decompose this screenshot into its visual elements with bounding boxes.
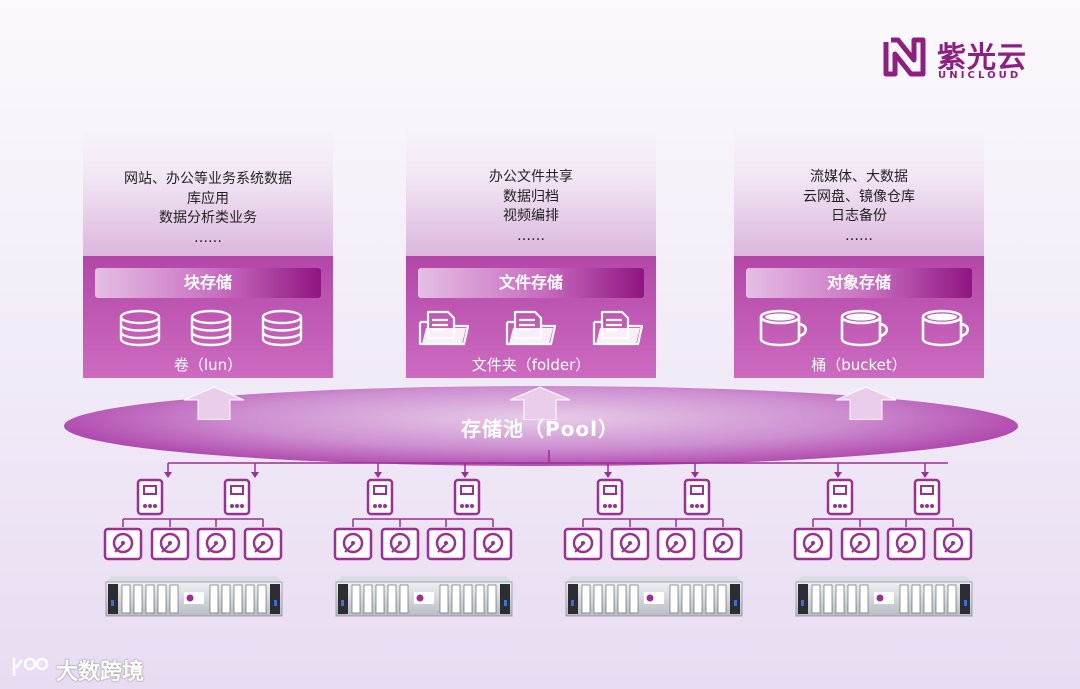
- use-case-line: ……: [517, 227, 545, 244]
- up-arrow-icon: [183, 386, 245, 420]
- database-icon: [119, 309, 161, 347]
- use-case-list: 网站、办公等业务系统数据 库应用 数据分析类业务 ……: [83, 170, 333, 248]
- storage-pool-label: 存储池（Pool）: [461, 417, 619, 441]
- use-case-line: 网站、办公等业务系统数据: [124, 171, 292, 187]
- storage-unit-label: 文件夹（folder）: [471, 356, 591, 374]
- brand-name-cn: 紫光云: [937, 40, 1028, 74]
- storage-server-icon: [335, 576, 513, 617]
- folder-icon: [418, 310, 470, 346]
- controller-node-icon: [596, 478, 624, 516]
- database-icon: [190, 309, 232, 347]
- panel-use-cases: 办公文件共享 数据归档 视频编排 ……: [406, 130, 656, 256]
- hard-disk-icon: [473, 527, 513, 561]
- bucket-icon: [921, 309, 970, 347]
- hard-disk-icon: [610, 527, 650, 561]
- hard-disk-icon: [793, 527, 833, 561]
- storage-type-title: 对象存储: [746, 268, 972, 298]
- use-case-line: ……: [194, 229, 222, 246]
- use-case-line: 流媒体、大数据: [810, 169, 908, 185]
- hard-disk-icon: [886, 527, 926, 561]
- storage-server-icon: [105, 576, 283, 617]
- hard-disk-icon: [933, 527, 973, 561]
- panel-use-cases: 流媒体、大数据 云网盘、镜像仓库 日志备份 ……: [734, 130, 984, 256]
- file-storage-panel: 办公文件共享 数据归档 视频编排 …… 文件存储 文件夹（folder）: [406, 130, 656, 378]
- unicloud-logo-mark-icon: [883, 37, 926, 77]
- up-arrow-icon: [509, 386, 571, 420]
- use-case-line: 视频编排: [503, 208, 559, 224]
- up-arrow-icon: [835, 386, 897, 420]
- use-case-line: 云网盘、镜像仓库: [803, 188, 915, 205]
- hard-disk-icon: [426, 527, 466, 561]
- panel-type-box: 块存储 卷（lun）: [83, 256, 333, 378]
- controller-node-icon: [453, 478, 481, 516]
- storage-unit-label: 桶（bucket）: [811, 356, 907, 374]
- object-storage-panel: 流媒体、大数据 云网盘、镜像仓库 日志备份 …… 对象存储 桶（bucket）: [734, 130, 984, 378]
- controller-node-icon: [223, 478, 251, 516]
- folder-icon: [505, 310, 557, 346]
- use-case-line: 办公文件共享: [489, 169, 573, 185]
- hard-disk-icon: [656, 527, 696, 561]
- use-case-list: 办公文件共享 数据归档 视频编排 ……: [406, 168, 656, 246]
- storage-icons: [734, 308, 984, 352]
- folder-icon: [592, 310, 644, 346]
- hard-disk-icon: [333, 527, 373, 561]
- storage-type-title: 文件存储: [418, 268, 644, 298]
- unicloud-logo: 紫光云 UNICLOUD: [883, 36, 1043, 86]
- storage-icons: [83, 308, 333, 352]
- bucket-icon: [840, 309, 889, 347]
- storage-unit-label: 卷（lun）: [173, 356, 243, 374]
- controller-node-icon: [826, 478, 854, 516]
- watermark-text: 大数跨境: [56, 660, 145, 685]
- use-case-line: 日志备份: [831, 208, 887, 224]
- hard-disk-icon: [563, 527, 603, 561]
- use-case-line: 数据归档: [503, 188, 559, 205]
- hard-disk-icon: [840, 527, 880, 561]
- brand-name-en: UNICLOUD: [938, 70, 1022, 81]
- use-case-line: 数据分析类业务: [159, 210, 257, 226]
- storage-icons: [406, 308, 656, 352]
- storage-server-icon: [565, 576, 743, 617]
- use-case-list: 流媒体、大数据 云网盘、镜像仓库 日志备份 ……: [734, 168, 984, 246]
- hard-disk-icon: [103, 527, 143, 561]
- controller-node-icon: [913, 478, 941, 516]
- hard-disk-icon: [703, 527, 743, 561]
- watermark: 大数跨境: [10, 652, 170, 685]
- controller-node-icon: [136, 478, 164, 516]
- controller-node-icon: [683, 478, 711, 516]
- hard-disk-icon: [243, 527, 283, 561]
- use-case-line: 库应用: [187, 190, 229, 207]
- database-icon: [261, 309, 303, 347]
- watermark-logo-icon: [12, 657, 49, 676]
- controller-node-icon: [366, 478, 394, 516]
- block-storage-panel: 网站、办公等业务系统数据 库应用 数据分析类业务 …… 块存储 卷（lun）: [83, 130, 333, 378]
- storage-type-title: 块存储: [95, 268, 321, 298]
- panel-use-cases: 网站、办公等业务系统数据 库应用 数据分析类业务 ……: [83, 130, 333, 256]
- hard-disk-icon: [196, 527, 236, 561]
- storage-server-icon: [795, 576, 973, 617]
- hard-disk-icon: [380, 527, 420, 561]
- panel-type-box: 对象存储 桶（bucket）: [734, 256, 984, 378]
- hard-disk-icon: [150, 527, 190, 561]
- use-case-line: ……: [845, 227, 873, 244]
- panel-type-box: 文件存储 文件夹（folder）: [406, 256, 656, 378]
- bucket-icon: [759, 309, 808, 347]
